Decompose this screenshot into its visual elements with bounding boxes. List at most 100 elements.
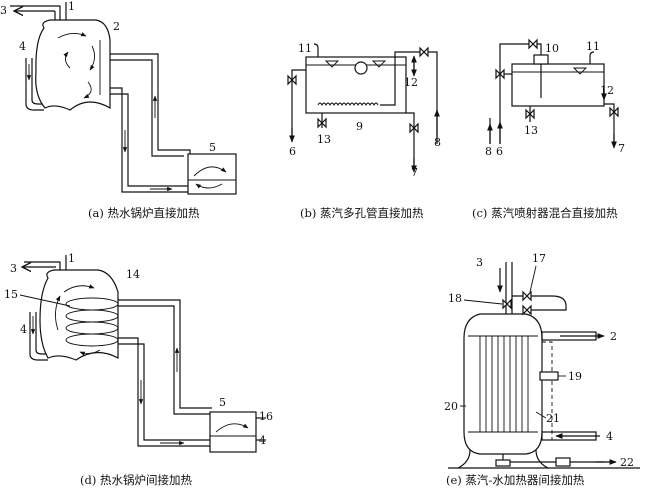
panel-c-pipe-7 xyxy=(604,103,615,146)
panel-d-flow-arrow-1 xyxy=(63,284,95,293)
panel-c-valve-6 xyxy=(495,68,505,80)
panel-c-label-11: 11 xyxy=(586,40,600,53)
panel-e-trap xyxy=(495,459,511,467)
panel-e-label-4: 4 xyxy=(606,430,613,443)
panel-d-flow-arrow-3 xyxy=(79,349,101,356)
panel-b-perforated-pipe-line xyxy=(317,102,379,107)
panel-d-label-14: 14 xyxy=(126,268,140,281)
panel-b-valve-left xyxy=(287,74,297,86)
panel-b-label-6: 6 xyxy=(289,145,296,158)
panel-a-flow-arrow-4 xyxy=(89,45,95,71)
panel-d-return-inner xyxy=(118,343,212,441)
panel-e-valve-17b xyxy=(522,304,532,316)
panel-d-return-outer xyxy=(118,337,212,447)
panel-a-flow-arrow-3 xyxy=(83,81,92,99)
panel-c-label-10: 10 xyxy=(545,42,559,55)
panel-d-loop-outer xyxy=(118,299,212,409)
panel-b-pipe-8 xyxy=(394,51,438,144)
panel-d-pipe-3 xyxy=(24,261,61,270)
panel-e-sensor-19 xyxy=(539,371,559,381)
panel-b-float xyxy=(354,61,368,75)
panel-d-label-5: 5 xyxy=(219,396,226,409)
panel-b-caption: (b) 蒸汽多孔管直接加热 xyxy=(300,206,424,220)
panel-d-boiler-body xyxy=(39,269,119,361)
panel-b-label-9: 9 xyxy=(356,120,363,133)
panel-d-label-1: 1 xyxy=(68,252,75,265)
panel-d-label-3: 3 xyxy=(10,262,17,275)
panel-d-flow-arrow-2 xyxy=(55,295,61,331)
panel-d-label-4: 4 xyxy=(20,323,27,336)
panel-a-label-5: 5 xyxy=(209,141,216,154)
panel-b-label-8: 8 xyxy=(434,136,441,149)
panel-e-label-17: 17 xyxy=(532,252,546,265)
panel-e-label-2: 2 xyxy=(610,330,617,343)
panel-b-label-11: 11 xyxy=(298,42,312,55)
panel-e-label-20: 20 xyxy=(444,400,458,413)
panel-c-label-12: 12 xyxy=(600,84,614,97)
panel-b-label-13: 13 xyxy=(317,133,331,146)
panel-a-heater-flow xyxy=(193,166,227,177)
panel-a-pipe-4b xyxy=(31,58,42,105)
panel-b-valve-7 xyxy=(409,122,419,134)
panel-c-valve-13 xyxy=(525,108,535,120)
panel-a-loop-inner xyxy=(110,59,184,157)
panel-e-vessel xyxy=(463,313,543,455)
panel-a-loop-outer xyxy=(110,53,191,158)
panel-e-label-19: 19 xyxy=(568,370,582,383)
panel-c-valve-10 xyxy=(528,38,538,50)
panel-d-label-15: 15 xyxy=(4,288,18,301)
panel-b-level-mark-1 xyxy=(324,60,340,68)
panel-a-flow-arrow-1 xyxy=(57,32,87,39)
panel-e-leader-17 xyxy=(529,265,537,293)
panel-b-valve-13 xyxy=(317,117,327,129)
panel-e-valve-17a xyxy=(522,290,532,302)
panel-e-valve-18 xyxy=(502,298,512,310)
panel-c-overflow xyxy=(589,51,595,64)
panel-d-label-4b: 4 xyxy=(259,434,266,447)
panel-b-pipe-6 xyxy=(291,69,306,140)
panel-e-leader-21 xyxy=(535,411,547,419)
panel-c-label-7: 7 xyxy=(618,142,625,155)
panel-a-label-2: 2 xyxy=(113,20,120,33)
panel-b-label-7: 7 xyxy=(411,166,418,179)
panel-e-label-3: 3 xyxy=(476,256,483,269)
panel-e-steam-water-heater: 3 17 18 2 19 20 21 4 22 (e) 蒸汽-水加热器间接加热 xyxy=(444,252,640,487)
panel-a-label-3: 3 xyxy=(0,4,7,17)
panel-e-branch-17 xyxy=(512,295,567,314)
panel-a-pipe-4 xyxy=(25,58,44,111)
panel-e-label-22: 22 xyxy=(620,456,634,469)
panel-e-leg-left xyxy=(457,449,471,469)
panel-c-injector-head xyxy=(533,54,549,65)
panel-e-leg-right xyxy=(535,449,549,469)
panel-c-label-6: 6 xyxy=(496,145,503,158)
panel-a-flow-arrow-2 xyxy=(63,51,71,69)
panel-d-boiler-indirect: 3 1 14 15 4 5 16 4 (d) 热水锅炉间接加热 xyxy=(4,252,273,487)
panel-d-label-16: 16 xyxy=(259,410,273,423)
panel-d-coil xyxy=(65,297,119,347)
panel-a-return-inner xyxy=(110,93,188,187)
panel-e-label-21: 21 xyxy=(546,412,560,425)
panel-d-caption: (d) 热水锅炉间接加热 xyxy=(80,473,192,487)
panel-c-steam-line xyxy=(499,43,542,144)
panel-e-caption: (e) 蒸汽-水加热器间接加热 xyxy=(446,473,585,487)
panel-d-loop-inner xyxy=(118,305,212,415)
panel-c-caption: (c) 蒸汽喷射器混合直接加热 xyxy=(472,206,618,220)
panel-e-label-18: 18 xyxy=(448,292,462,305)
panel-c-tank xyxy=(511,63,605,107)
panel-c-label-13: 13 xyxy=(524,124,538,137)
panel-a-label-4: 4 xyxy=(19,40,26,53)
panel-b-steam-riser xyxy=(380,57,396,106)
panel-b-overflow xyxy=(313,43,319,57)
panel-a-caption: (a) 热水锅炉直接加热 xyxy=(88,206,200,220)
panel-a-return-outer xyxy=(110,87,192,193)
panel-d-heater-flow xyxy=(215,423,249,433)
panel-e-dashed-line xyxy=(542,341,553,440)
panel-d-heater xyxy=(209,411,257,453)
panel-a-pipe-3 xyxy=(10,5,61,20)
panel-c-level-mark xyxy=(572,67,588,75)
panel-a-heater-flow-2 xyxy=(195,183,223,189)
panel-d-leader-15 xyxy=(19,294,71,307)
panel-c-valve-7 xyxy=(609,106,619,118)
panel-c-steam-injector: 10 11 12 13 8 6 7 (c) 蒸汽喷射器混合直接加热 xyxy=(472,38,625,220)
